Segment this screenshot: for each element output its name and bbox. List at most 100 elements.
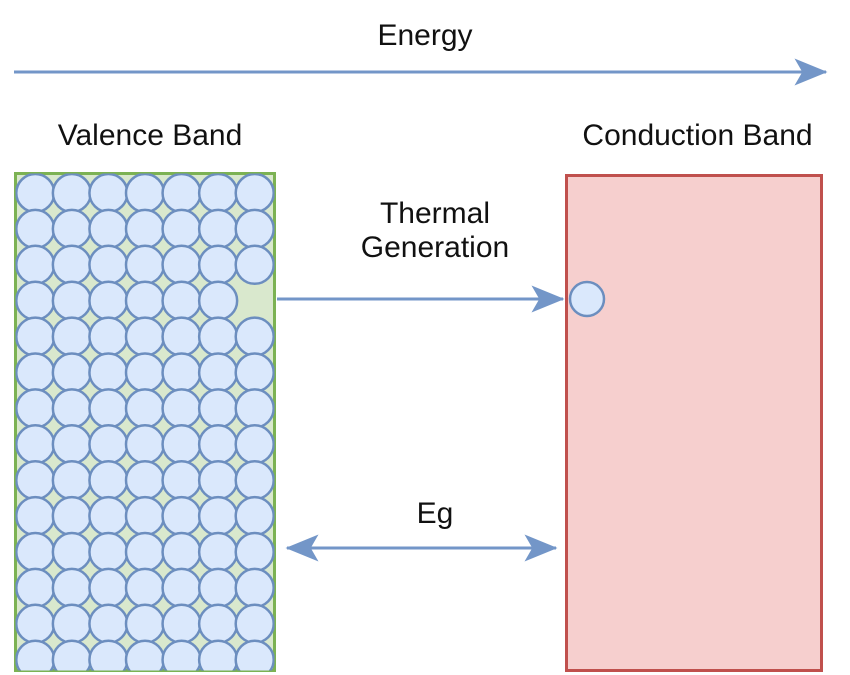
valence-electron: [197, 388, 239, 429]
valence-electron: [161, 424, 202, 465]
valence-electron: [197, 244, 239, 286]
energy-axis-label: Energy: [377, 19, 473, 52]
valence-electron: [234, 244, 275, 286]
valence-electron: [51, 459, 93, 501]
valence-electron: [88, 531, 129, 573]
valence-electron: [234, 531, 275, 573]
valence-electron: [124, 208, 166, 250]
valence-electron: [161, 173, 202, 214]
valence-electron: [124, 495, 166, 537]
valence-electron: [161, 495, 202, 537]
free-electron-group: [568, 280, 606, 318]
valence-electron: [197, 495, 239, 537]
valence-electron: [124, 639, 166, 671]
valence-electron: [197, 208, 239, 250]
valence-electron: [197, 459, 239, 501]
valence-electron: [88, 603, 129, 645]
valence-electron: [161, 316, 202, 357]
valence-electron: [234, 424, 275, 465]
valence-electron: [234, 567, 275, 609]
valence-band-box: [14, 172, 276, 672]
conduction-band-label: Conduction Band: [582, 119, 813, 152]
bandgap-label: Eg: [416, 497, 454, 530]
valence-electron: [234, 316, 275, 357]
valence-electron: [15, 495, 56, 537]
valence-electron: [161, 603, 202, 645]
conduction-band-box: [565, 174, 823, 672]
valence-electron: [51, 531, 93, 573]
valence-electron: [15, 567, 56, 609]
valence-electron: [234, 639, 275, 671]
valence-electron: [161, 280, 202, 321]
valence-electron: [15, 316, 56, 357]
valence-electron: [124, 173, 166, 214]
valence-electron: [88, 316, 129, 357]
thermal-generation-label: Thermal Generation: [360, 197, 510, 264]
valence-electron: [161, 639, 202, 671]
valence-electron: [15, 173, 56, 214]
valence-electron: [51, 173, 93, 214]
valence-electron: [51, 352, 93, 393]
valence-electron: [197, 567, 239, 609]
valence-electron: [88, 208, 129, 250]
valence-electron: [124, 567, 166, 609]
valence-electron: [197, 424, 239, 465]
valence-electron: [51, 244, 93, 286]
valence-electron: [51, 639, 93, 671]
valence-electron: [161, 459, 202, 501]
valence-electron: [234, 208, 275, 250]
valence-electron: [88, 567, 129, 609]
valence-electron: [51, 424, 93, 465]
valence-electron: [124, 603, 166, 645]
valence-electron: [161, 388, 202, 429]
valence-electron: [15, 424, 56, 465]
valence-electron: [88, 388, 129, 429]
valence-electron: [124, 424, 166, 465]
valence-electron: [15, 603, 56, 645]
valence-electron: [88, 173, 129, 214]
valence-electron: [124, 280, 166, 321]
valence-electron: [15, 208, 56, 250]
valence-electron: [15, 639, 56, 671]
valence-electron: [15, 459, 56, 501]
valence-electron: [15, 244, 56, 286]
valence-electron: [197, 603, 239, 645]
valence-electron: [234, 173, 275, 214]
valence-electron: [88, 459, 129, 501]
valence-electron: [197, 316, 239, 357]
valence-electron: [124, 244, 166, 286]
valence-electron: [161, 567, 202, 609]
valence-electron: [88, 424, 129, 465]
valence-electron: [88, 244, 129, 286]
valence-band-label: Valence Band: [57, 119, 243, 152]
valence-electron: [124, 352, 166, 393]
valence-electron: [15, 388, 56, 429]
valence-electron: [124, 531, 166, 573]
valence-electron: [234, 495, 275, 537]
valence-electron: [51, 495, 93, 537]
free-electron: [568, 280, 606, 318]
valence-electron: [161, 352, 202, 393]
valence-electron: [197, 639, 239, 671]
valence-electron: [161, 208, 202, 250]
valence-electron: [234, 352, 275, 393]
valence-electron: [234, 388, 275, 429]
valence-electron: [161, 531, 202, 573]
valence-electron: [51, 316, 93, 357]
valence-electron: [124, 388, 166, 429]
valence-electron: [234, 603, 275, 645]
valence-electron: [124, 316, 166, 357]
valence-electron: [197, 173, 239, 214]
valence-electron: [88, 352, 129, 393]
valence-electron: [51, 603, 93, 645]
valence-electron: [15, 352, 56, 393]
valence-electron: [51, 567, 93, 609]
valence-electron: [88, 280, 129, 321]
valence-electron: [15, 531, 56, 573]
valence-electron: [197, 352, 239, 393]
valence-electron: [51, 208, 93, 250]
valence-electron: [15, 280, 56, 321]
valence-electron: [88, 495, 129, 537]
